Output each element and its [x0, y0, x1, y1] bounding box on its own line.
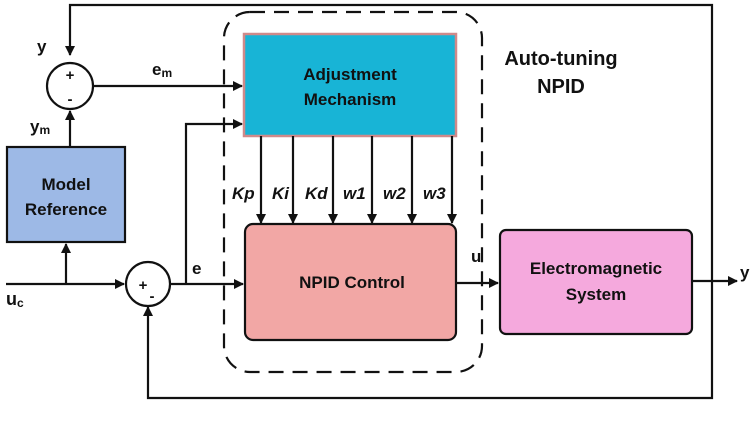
- signal-label-y-top: y: [37, 37, 47, 56]
- signal-label-y-out: y: [740, 263, 750, 282]
- summing-junction-bottom: [124, 260, 172, 308]
- signal-label-ym: ym: [30, 117, 50, 137]
- sum-top-minus: -: [68, 91, 73, 108]
- model-reference-block: [5, 145, 127, 244]
- gain-label-kp: Kp: [232, 184, 255, 203]
- adjustment-mechanism-block: [242, 32, 458, 138]
- electromagnetic-system-line2: System: [566, 285, 626, 304]
- model-reference-line1: Model: [41, 175, 90, 194]
- signal-label-e: e: [192, 259, 201, 278]
- gain-label-w1: w1: [343, 184, 366, 203]
- sum-top-plus: +: [66, 67, 75, 84]
- outer-feedback-top-wire: [65, 3, 714, 281]
- gain-label-w3: w3: [423, 184, 446, 203]
- electromagnetic-system-line1: Electromagnetic: [530, 259, 662, 278]
- adjustment-mechanism-line1: Adjustment: [303, 65, 397, 84]
- diagram-title-line2: NPID: [537, 76, 585, 98]
- diagram-title-line1: Auto-tuning: [504, 48, 617, 70]
- gain-arrows: [256, 136, 457, 224]
- gain-label-kd: Kd: [305, 184, 328, 203]
- sum-bottom-minus: -: [150, 288, 155, 305]
- npid-control-label: NPID Control: [299, 273, 405, 292]
- adjustment-mechanism-line2: Mechanism: [304, 90, 397, 109]
- auto-tuning-boundary: [222, 10, 484, 374]
- electromagnetic-system-block: [498, 228, 694, 336]
- signal-label-em: em: [152, 60, 172, 80]
- signal-label-uc: uc: [6, 289, 24, 310]
- e-branch-to-adjustment-wire: [184, 119, 243, 284]
- model-reference-line2: Reference: [25, 200, 107, 219]
- gain-label-w2: w2: [383, 184, 406, 203]
- sum-bottom-plus: +: [139, 277, 148, 294]
- outer-feedback-bottom-wire: [143, 281, 714, 400]
- signal-label-u: u: [471, 247, 481, 266]
- gain-label-ki: Ki: [272, 184, 290, 203]
